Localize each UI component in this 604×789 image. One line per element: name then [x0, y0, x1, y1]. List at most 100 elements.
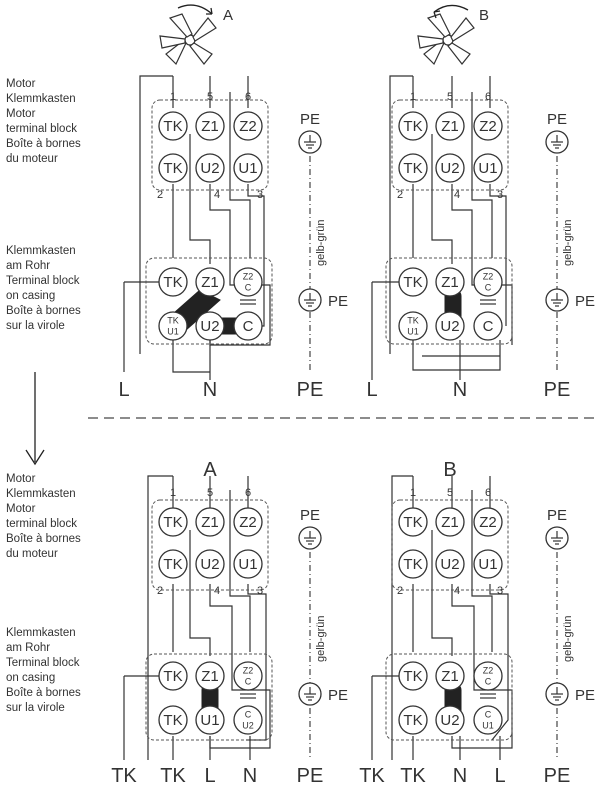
casing-terminal-tk-u1-top-label: TK	[407, 315, 419, 325]
casing-terminal-z2-c-top-label: Z2	[483, 271, 494, 281]
motor-terminal-label: TK	[403, 160, 422, 177]
casing-terminal-label: U2	[200, 318, 219, 335]
casing-terminal-label: TK	[163, 712, 182, 729]
svg-text:Motor: Motor	[6, 108, 36, 120]
color-code-label: gelb-grün	[315, 220, 327, 266]
casing-terminal: U1	[195, 705, 225, 735]
casing-terminal-tk-u1-bottom-label: U1	[407, 326, 419, 336]
casing-terminal: C	[473, 311, 503, 341]
motor-terminal-label: Z2	[239, 118, 257, 135]
ground-icon	[298, 288, 322, 312]
svg-text:Boîte à bornes: Boîte à bornes	[6, 533, 81, 545]
svg-text:sur la virole: sur la virole	[6, 702, 65, 714]
casing-terminal-label: Z1	[441, 274, 459, 291]
casing-terminal: Z1	[195, 267, 225, 297]
ground-icon	[545, 526, 569, 550]
supply-label: L	[366, 379, 377, 401]
pe-label: PE	[300, 111, 320, 128]
supply-label: L	[118, 379, 129, 401]
motor-terminal: TK	[158, 111, 188, 141]
casing-terminal-z2-c: Z2C	[233, 267, 263, 297]
motor-terminal: Z2	[473, 507, 503, 537]
ground-icon	[545, 288, 569, 312]
motor-terminal-label: TK	[163, 556, 182, 573]
side-text-top-casing: Klemmkasten am Rohr Terminal block on ca…	[6, 245, 81, 332]
ground-icon	[545, 682, 569, 706]
motor-terminal-label: Z2	[479, 118, 497, 135]
casing-terminal-label: U2	[440, 318, 459, 335]
wire-number: 3	[497, 189, 503, 201]
casing-terminal: Z1	[195, 661, 225, 691]
casing-terminal-label: TK	[403, 712, 422, 729]
motor-terminal-label: Z1	[441, 514, 459, 531]
motor-terminal: U2	[195, 153, 225, 183]
casing-terminal-cap-top-label: C	[485, 709, 492, 719]
wire-number: 1	[410, 91, 416, 103]
casing-terminal-z2-c-top-label: Z2	[243, 665, 254, 675]
pe-label: PE	[575, 687, 595, 704]
casing-terminal: TK	[398, 705, 428, 735]
motor-terminal: TK	[398, 549, 428, 579]
capacitor-icon	[480, 693, 496, 699]
pe-label: PE	[547, 507, 567, 524]
pe-label: PE	[328, 293, 348, 310]
casing-terminal-cap-bottom-label: U2	[242, 720, 254, 730]
wire-number: 1	[410, 487, 416, 499]
svg-text:Boîte à bornes: Boîte à bornes	[6, 138, 81, 150]
casing-terminal-z2-c: Z2C	[473, 267, 503, 297]
casing-terminal-label: C	[243, 318, 254, 335]
casing-terminal-label: TK	[403, 668, 422, 685]
pe-label: PE	[300, 507, 320, 524]
svg-text:terminal block: terminal block	[6, 123, 77, 135]
motor-terminal: U2	[435, 153, 465, 183]
wire-number: 5	[447, 487, 453, 499]
motor-terminal-label: U2	[200, 556, 219, 573]
fan-icon-a	[159, 4, 217, 66]
down-arrow-icon	[25, 372, 45, 466]
svg-text:am Rohr: am Rohr	[6, 642, 50, 654]
svg-text:du moteur: du moteur	[6, 153, 58, 165]
casing-terminal-label: Z1	[441, 668, 459, 685]
casing-terminal-label: U1	[200, 712, 219, 729]
supply-label: PE	[297, 379, 324, 401]
motor-terminal: TK	[158, 507, 188, 537]
supply-label: PE	[544, 765, 571, 787]
wire-number: 2	[157, 585, 163, 597]
motor-terminal-label: U2	[440, 556, 459, 573]
svg-text:Klemmkasten: Klemmkasten	[6, 488, 76, 500]
wire-number: 1	[170, 91, 176, 103]
casing-terminal-label: Z1	[201, 274, 219, 291]
motor-terminal-label: TK	[403, 118, 422, 135]
svg-text:on casing: on casing	[6, 290, 55, 302]
wire-number: 2	[157, 189, 163, 201]
motor-terminal-label: TK	[403, 556, 422, 573]
wire-number: 5	[207, 487, 213, 499]
casing-terminal: TK	[398, 267, 428, 297]
supply-label: PE	[544, 379, 571, 401]
panel-title: A	[203, 459, 217, 481]
casing-terminal-z2-c-top-label: Z2	[483, 665, 494, 675]
svg-text:du moteur: du moteur	[6, 548, 58, 560]
casing-terminal-z2-c-bottom-label: C	[485, 676, 492, 686]
motor-terminal-label: Z1	[201, 118, 219, 135]
casing-terminal-cap-top-label: C	[245, 709, 252, 719]
svg-text:Klemmkasten: Klemmkasten	[6, 627, 76, 639]
svg-text:Terminal block: Terminal block	[6, 275, 80, 287]
ground-icon	[298, 682, 322, 706]
casing-terminal-label: TK	[163, 668, 182, 685]
rotation-label-b: B	[479, 7, 489, 24]
ground-icon	[545, 130, 569, 154]
svg-text:Motor: Motor	[6, 503, 36, 515]
capacitor-icon	[240, 693, 256, 699]
svg-text:Motor: Motor	[6, 473, 36, 485]
motor-terminal-label: Z2	[239, 514, 257, 531]
svg-text:Motor: Motor	[6, 78, 36, 90]
motor-terminal-label: TK	[403, 514, 422, 531]
motor-terminal: U1	[233, 153, 263, 183]
pe-label: PE	[328, 687, 348, 704]
wire-number: 3	[257, 189, 263, 201]
casing-terminal-label: U2	[440, 712, 459, 729]
